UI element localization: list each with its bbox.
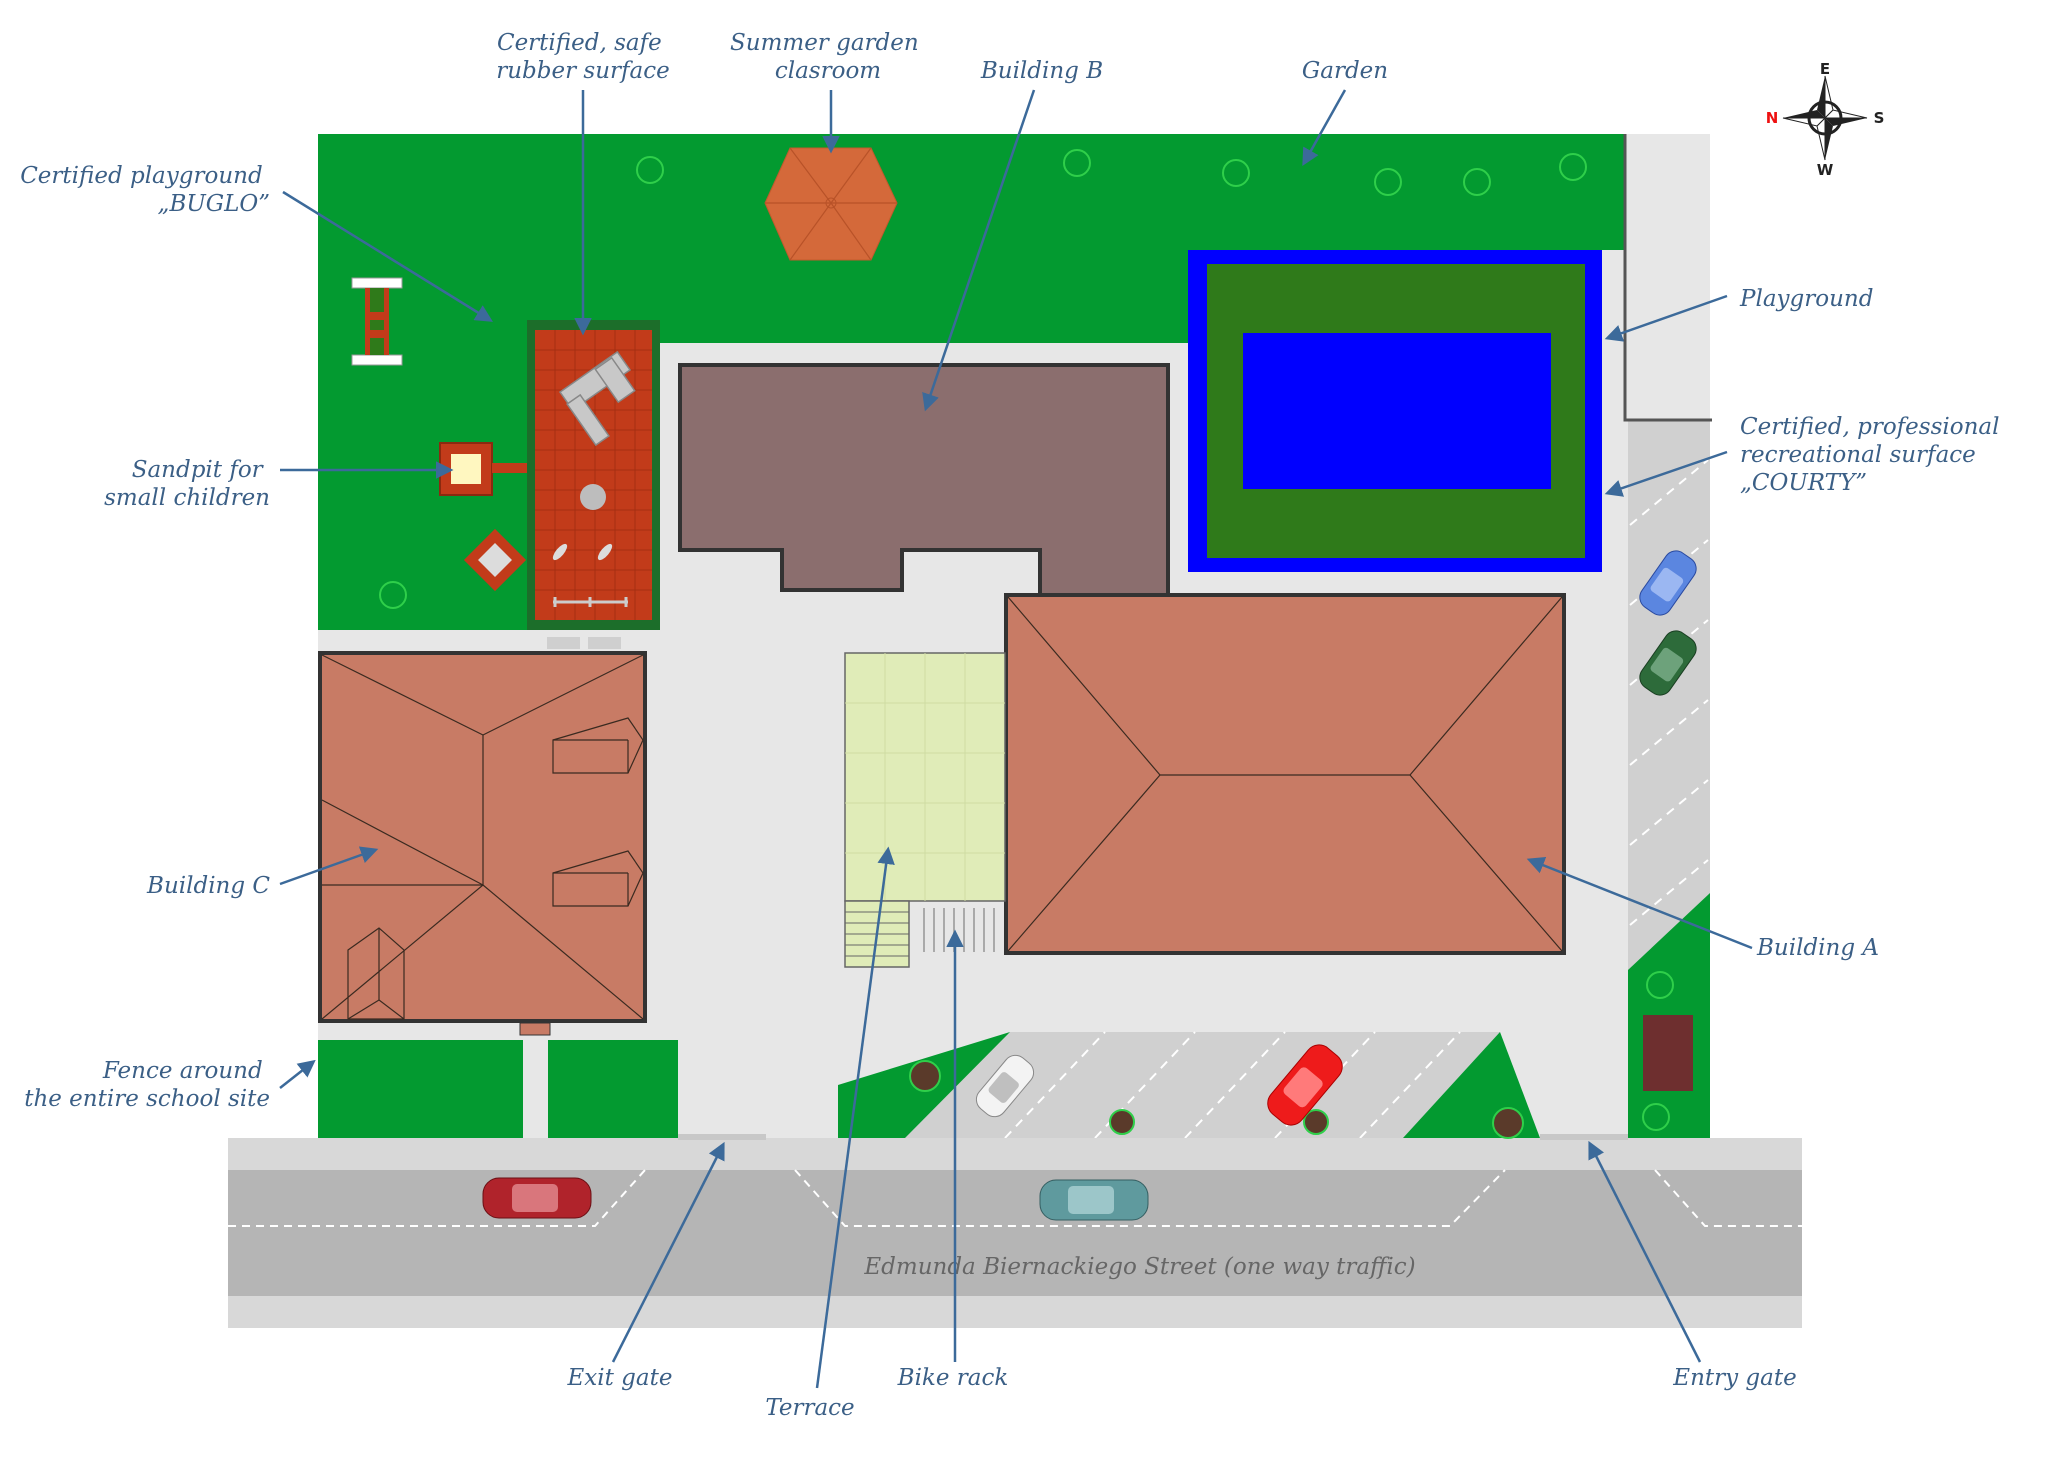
balance-beam (553, 597, 628, 607)
summer-garden-classroom (764, 147, 898, 261)
tree (379, 149, 1674, 1131)
compass-north: N (1766, 109, 1779, 127)
street-lane-line (228, 1169, 1802, 1227)
small-shed (1643, 1015, 1693, 1091)
car-white (975, 1054, 1035, 1118)
car-green (1639, 630, 1697, 696)
label-certified-surface: Certified, safe rubber surface (496, 30, 670, 84)
sand-table (463, 528, 527, 592)
car-dark-red-street (482, 1177, 592, 1219)
fence-line-right (1623, 134, 1712, 422)
spring-riders (552, 543, 613, 561)
side-parking-strip (1628, 420, 1710, 970)
playground-court-center (1243, 333, 1551, 489)
building-c-door (519, 1022, 551, 1036)
car-teal-street (1039, 1179, 1149, 1221)
shrub (909, 1060, 1524, 1139)
seesaw (351, 277, 403, 366)
label-summer-garden: Summer garden clasroom (730, 30, 926, 84)
label-playground: Playground (1739, 286, 1873, 312)
building-b (678, 363, 1170, 597)
car-blue (1639, 550, 1697, 616)
label-terrace: Terrace (765, 1395, 854, 1421)
exit-gate-opening (678, 1134, 766, 1140)
label-bike-rack: Bike rack (897, 1365, 1009, 1391)
sidewalk-top (228, 1138, 1802, 1170)
label-building-a: Building A (1756, 935, 1879, 961)
green-bottom-left-2 (548, 1040, 678, 1138)
path-strip (523, 1040, 548, 1138)
round-play-element (580, 484, 606, 510)
label-garden: Garden (1302, 58, 1388, 84)
street-name: Edmunda Biernackiego Street (one way tra… (863, 1254, 1415, 1280)
bench (588, 637, 621, 649)
front-parking-lot (905, 1032, 1500, 1138)
label-building-b: Building B (980, 58, 1103, 84)
label-playground-buglo: Certified playground „BUGLO” (20, 163, 270, 217)
building-a (1004, 593, 1566, 955)
car-red-parked (1267, 1044, 1343, 1126)
label-exit-gate: Exit gate (567, 1365, 673, 1391)
sandpit-connector (492, 463, 527, 473)
compass-rose-icon: E W N S (1766, 60, 1885, 179)
bench (547, 637, 580, 649)
label-courty: Certified, professional recreational sur… (1740, 414, 2007, 496)
label-sandpit: Sandpit for small children (104, 457, 270, 511)
compass-west: W (1817, 161, 1834, 179)
building-c-dormers (347, 717, 644, 1020)
climbing-frame (558, 350, 636, 447)
label-fence: Fence around the entire school site (24, 1058, 270, 1112)
compass-east: E (1820, 60, 1830, 78)
sandpit-sand (451, 454, 481, 484)
annotation-arrows (279, 89, 1753, 1389)
sidewalk-bottom (228, 1296, 1802, 1328)
label-building-c: Building C (146, 873, 270, 899)
compass-south: S (1874, 109, 1885, 127)
green-bottom-left-1 (318, 1040, 523, 1138)
label-entry-gate: Entry gate (1672, 1365, 1796, 1391)
entry-gate-opening (1540, 1134, 1628, 1140)
